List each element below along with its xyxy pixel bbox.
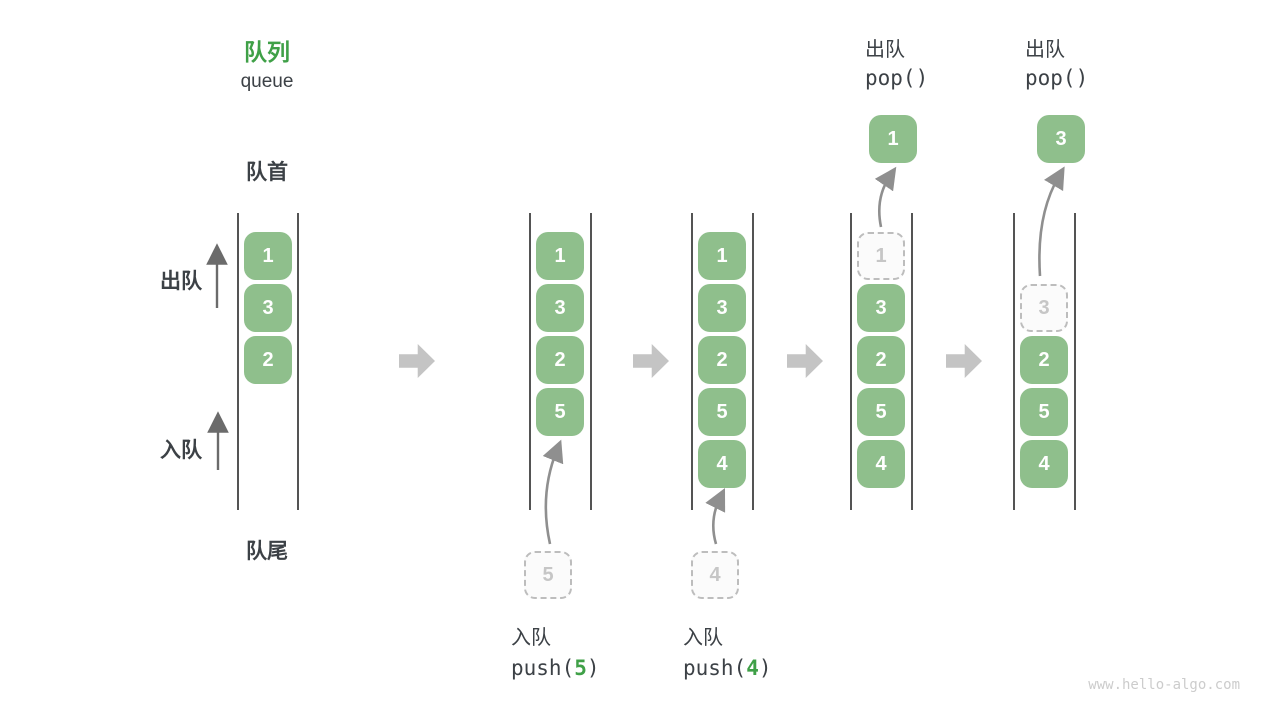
pop1-arrow-icon	[874, 166, 897, 228]
queue-item: 1	[698, 232, 746, 280]
queue-item: 3	[857, 284, 905, 332]
removed-item-ghost: 3	[1020, 284, 1068, 332]
push5-arrow-icon	[542, 439, 564, 545]
queue-wall-line	[1074, 213, 1076, 510]
queue-wall-line	[911, 213, 913, 510]
page-title: 队列	[244, 39, 290, 65]
queue-item: 2	[1020, 336, 1068, 384]
push4-code-arg: 4	[746, 656, 759, 680]
push5-code-fn: push(	[511, 656, 575, 680]
queue-wall-line	[529, 213, 531, 510]
queue-item: 5	[536, 388, 584, 436]
queue-item: 5	[857, 388, 905, 436]
queue-item: 3	[536, 284, 584, 332]
push4-op-code: push(4)	[683, 656, 772, 680]
queue-item: 3	[244, 284, 292, 332]
pop3-arrow-icon	[1038, 166, 1065, 277]
queue-wall-line	[237, 213, 239, 510]
push5-code-arg: 5	[574, 656, 587, 680]
queue-item: 4	[698, 440, 746, 488]
incoming-item-ghost: 4	[691, 551, 739, 599]
queue-front-label: 队首	[246, 161, 288, 184]
queue-item: 2	[698, 336, 746, 384]
watermark: www.hello-algo.com	[1088, 677, 1240, 693]
queue-item: 5	[1020, 388, 1068, 436]
queue-wall-line	[691, 213, 693, 510]
queue-item: 4	[1020, 440, 1068, 488]
incoming-item-ghost: 5	[524, 551, 572, 599]
page-subtitle: queue	[240, 71, 294, 92]
popped-item: 3	[1037, 115, 1085, 163]
push5-op-code: push(5)	[511, 656, 600, 680]
queue-wall-line	[297, 213, 299, 510]
next-state-arrow-icon	[399, 344, 435, 378]
pop2-op-label: 出队	[1025, 39, 1065, 61]
next-state-arrow-icon	[946, 344, 982, 378]
push4-op-label: 入队	[683, 627, 723, 649]
push4-arrow-icon	[705, 487, 726, 545]
popped-item: 1	[869, 115, 917, 163]
pop1-op-label: 出队	[865, 39, 905, 61]
queue-item: 2	[244, 336, 292, 384]
push5-code-close: )	[586, 656, 600, 680]
queue-wall-line	[752, 213, 754, 510]
queue-wall-line	[1013, 213, 1015, 510]
pop1-op-code: pop()	[865, 66, 929, 90]
queue-rear-label: 队尾	[246, 540, 288, 563]
removed-item-ghost: 1	[857, 232, 905, 280]
queue-item: 2	[857, 336, 905, 384]
queue-item: 4	[857, 440, 905, 488]
queue-wall-line	[850, 213, 852, 510]
enqueue-side-label: 入队	[160, 439, 202, 462]
pop2-op-code: pop()	[1025, 66, 1089, 90]
queue-wall-line	[590, 213, 592, 510]
queue-item: 2	[536, 336, 584, 384]
next-state-arrow-icon	[633, 344, 669, 378]
push4-code-close: )	[758, 656, 772, 680]
dequeue-side-label: 出队	[160, 270, 202, 293]
queue-item: 3	[698, 284, 746, 332]
push5-op-label: 入队	[511, 627, 551, 649]
next-state-arrow-icon	[787, 344, 823, 378]
queue-item: 5	[698, 388, 746, 436]
queue-item: 1	[244, 232, 292, 280]
push4-code-fn: push(	[683, 656, 747, 680]
queue-item: 1	[536, 232, 584, 280]
